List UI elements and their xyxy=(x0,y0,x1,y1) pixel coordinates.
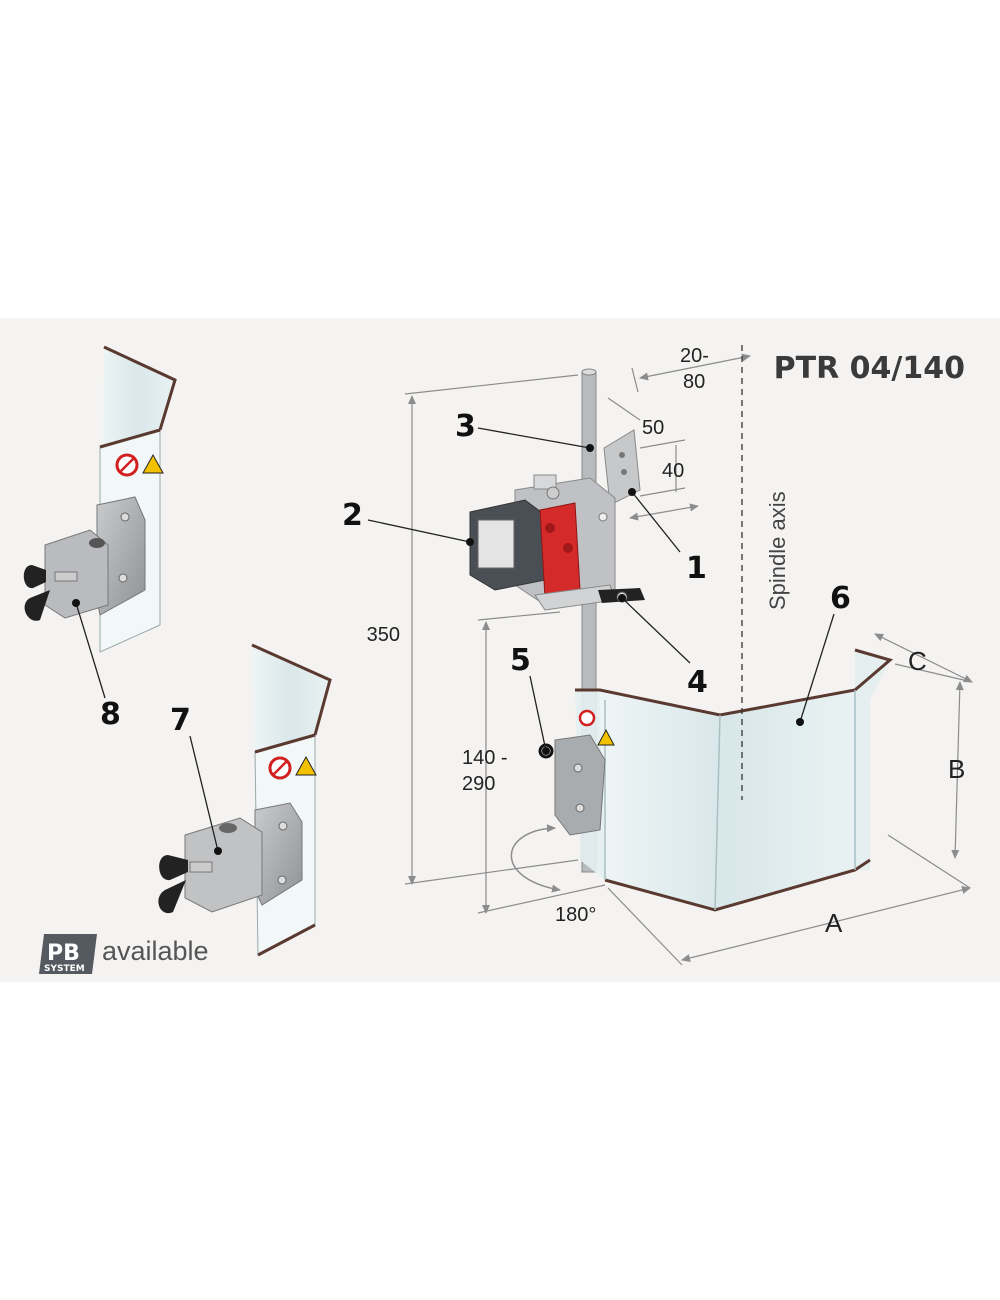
warning-labels xyxy=(115,453,164,477)
warning-prohibition-icon xyxy=(578,709,596,727)
callout-leaders xyxy=(72,427,835,855)
dim-20-80-a: 20- xyxy=(680,345,709,367)
dim-350: 350 xyxy=(367,624,400,646)
callout-3: 3 xyxy=(455,409,476,444)
callout-5: 5 xyxy=(510,643,531,678)
pb-system-logo xyxy=(39,934,97,974)
guard-view-8 xyxy=(23,345,177,653)
callout-2: 2 xyxy=(342,498,363,533)
clamp-8 xyxy=(23,496,146,621)
hinge-clamp xyxy=(554,734,606,836)
callout-1: 1 xyxy=(686,551,707,586)
available-label: available xyxy=(102,936,209,966)
dim-40: 40 xyxy=(662,460,684,482)
guard-view-7 xyxy=(158,643,332,957)
pb-logo-text: PB xyxy=(47,941,80,966)
dim-140-290-b: 290 xyxy=(462,773,495,795)
dim-B: B xyxy=(948,754,965,784)
clamp-7 xyxy=(158,802,303,914)
main-assembly xyxy=(469,368,894,912)
dim-A: A xyxy=(825,908,843,938)
dim-20-80-b: 80 xyxy=(683,371,705,393)
pb-system-badge: PB SYSTEM available xyxy=(39,934,209,974)
callout-8: 8 xyxy=(100,697,121,732)
warning-labels xyxy=(268,755,317,780)
callout-6: 6 xyxy=(830,581,851,616)
dim-180: 180° xyxy=(555,904,596,926)
dim-140-290-a: 140 - xyxy=(462,747,508,769)
dim-C: C xyxy=(908,646,927,676)
mounting-bracket xyxy=(603,429,641,506)
callout-7: 7 xyxy=(170,703,191,738)
spindle-axis-label: Spindle axis xyxy=(765,491,790,610)
dim-50: 50 xyxy=(642,417,664,439)
warning-triangle-icon xyxy=(597,728,615,746)
product-title: PTR 04/140 xyxy=(774,351,965,386)
guard-shield xyxy=(600,690,855,910)
callout-4: 4 xyxy=(687,665,708,700)
pb-logo-subtext: SYSTEM xyxy=(44,964,85,974)
dimension-lines xyxy=(404,345,973,966)
red-clamp xyxy=(539,502,581,599)
